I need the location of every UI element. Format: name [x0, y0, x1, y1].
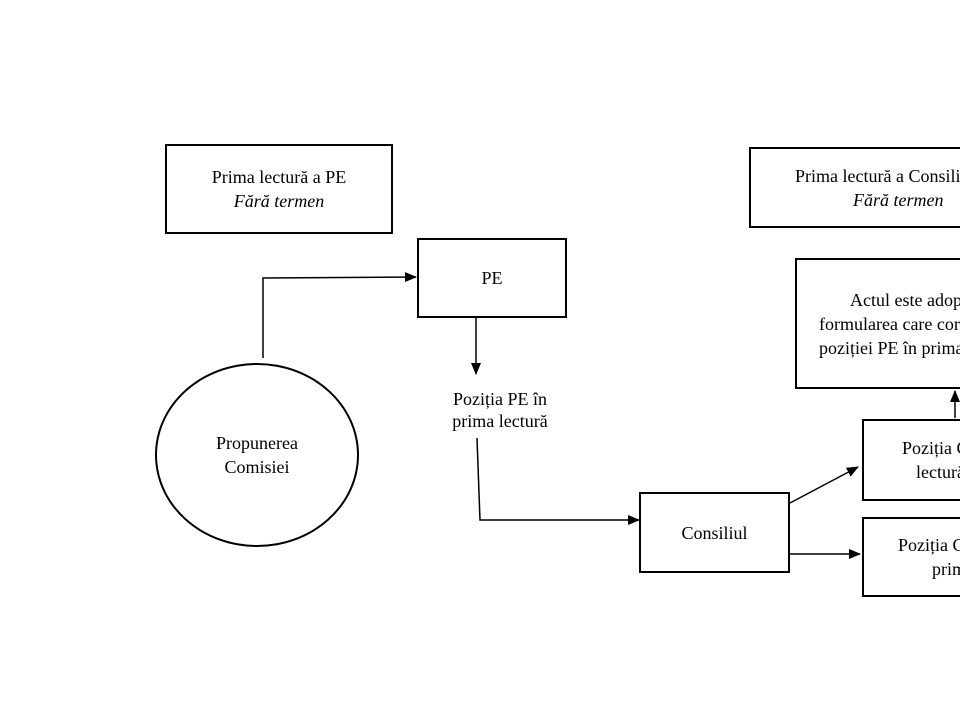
- ep-header-deadline: Fără termen: [233, 191, 325, 211]
- council-header-deadline: Fără termen: [853, 189, 944, 210]
- council-position-lower-line2: prima lectură: [932, 559, 960, 579]
- council-box: Consiliul: [639, 492, 790, 573]
- council-position-upper-line1: Poziția Consiliului în prima: [902, 438, 960, 458]
- ep-first-reading-header: Prima lectură a PE Fără termen: [165, 144, 393, 234]
- commission-proposal-circle: Propunerea Comisiei: [155, 363, 359, 547]
- ep-position-line2: prima lectură: [452, 411, 548, 431]
- council-first-reading-header: Prima lectură a Consiliului Fără termen: [749, 147, 960, 228]
- council-position-lower-box: Poziția Consiliului în prima lectură: [862, 517, 960, 597]
- act-adopted-line3: poziției PE în prima lectură: [819, 337, 960, 358]
- ep-box: PE: [417, 238, 567, 318]
- council-position-upper-box: Poziția Consiliului în prima lectură: [862, 419, 960, 501]
- act-adopted-box: Actul este adoptat în formularea care co…: [795, 258, 960, 389]
- council-position-lower-line1: Poziția Consiliului în: [898, 535, 960, 555]
- ep-position-label: Poziția PE în prima lectură: [420, 388, 580, 432]
- act-adopted-line2: formularea care corespunde: [819, 313, 960, 334]
- commission-proposal-line1: Propunerea: [216, 433, 298, 453]
- arrow-council-to-upper-position: [789, 466, 859, 504]
- ep-header-title: Prima lectură a PE: [211, 167, 347, 187]
- ep-position-line1: Poziția PE în: [453, 389, 547, 409]
- commission-proposal-line2: Comisiei: [224, 457, 290, 477]
- act-adopted-line1: Actul este adoptat în: [850, 289, 960, 310]
- ep-box-label: PE: [481, 268, 503, 288]
- council-box-label: Consiliul: [681, 522, 748, 543]
- arrow-proposal-to-pe: [262, 272, 417, 358]
- council-position-upper-line2: lectură: [916, 462, 960, 482]
- arrow-position-to-council: [476, 437, 640, 525]
- council-header-title: Prima lectură a Consiliului: [795, 165, 960, 186]
